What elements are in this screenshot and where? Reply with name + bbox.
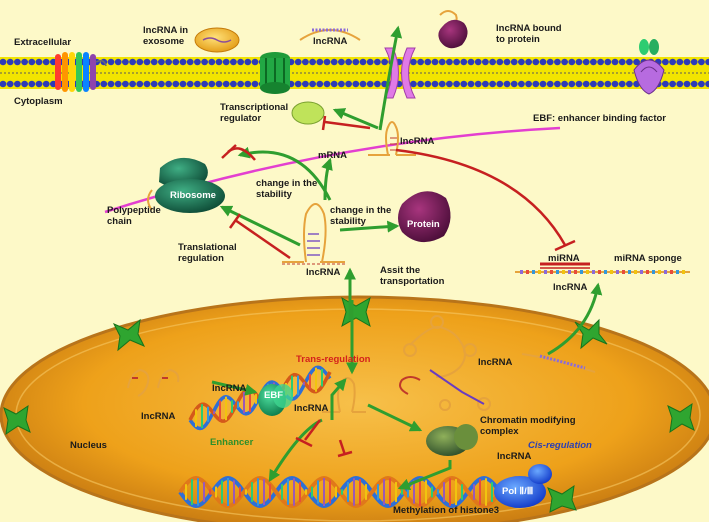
translational-regulation-label: Translational regulation bbox=[178, 242, 237, 264]
lncrna-nucleus-left-label: lncRNA bbox=[141, 411, 176, 422]
mirna-sponge bbox=[515, 262, 690, 274]
ribosome bbox=[147, 157, 225, 213]
membrane-ebf-receptor bbox=[633, 39, 665, 95]
extracellular-label: Extracellular bbox=[14, 37, 72, 48]
lncrna-sponge-label: lncRNA bbox=[553, 282, 588, 293]
chromatin-lncrna-structure bbox=[399, 315, 491, 411]
exosome bbox=[194, 27, 240, 53]
lncrna-nucleus-left-top-label: lncRNA bbox=[212, 383, 247, 394]
inhibition-lines bbox=[221, 115, 576, 458]
membrane-receptor bbox=[55, 52, 107, 92]
mrna-label: mRNA bbox=[318, 150, 348, 161]
ebf-factor bbox=[258, 384, 293, 416]
protein-label: Protein bbox=[407, 219, 440, 230]
activation-arrows bbox=[211, 25, 603, 491]
methylation-label: Methylation of histone3 bbox=[393, 505, 500, 516]
protein-blob bbox=[398, 191, 451, 243]
transcriptional-regulator-blob bbox=[291, 101, 325, 125]
cytoplasm-label: Cytoplasm bbox=[14, 96, 63, 107]
nuclear-pores bbox=[3, 296, 695, 513]
cell-membrane bbox=[0, 57, 709, 89]
pink-channel bbox=[384, 47, 416, 99]
ebf-label: EBF bbox=[264, 390, 283, 401]
lncrna-nucleus-lower-label: lncRNA bbox=[497, 451, 532, 462]
protein-bound-lncrna bbox=[438, 10, 468, 49]
pol-label: Pol Ⅱ/Ⅲ bbox=[502, 486, 534, 497]
lncrna-nucleus-left bbox=[127, 368, 180, 397]
lncrna-nucleus-right bbox=[521, 353, 596, 373]
lncrna-top-label: lncRNA bbox=[313, 36, 348, 47]
chromatin-modifying-complex bbox=[426, 424, 478, 456]
assist-transport-label: Assit the transportation bbox=[380, 265, 445, 287]
stem-loop-lncrna-mid bbox=[282, 203, 345, 265]
lncrna-upper-label: lncRNA bbox=[400, 136, 435, 147]
pol-ii-iii bbox=[494, 464, 552, 508]
change-stability-1-label: change in the stability bbox=[256, 178, 318, 200]
lncrna-in-exosome-label: lncRNA in exosome bbox=[143, 25, 189, 47]
cis-regulation-label: Cis-regulation bbox=[528, 440, 592, 451]
ribosome-label: Ribosome bbox=[170, 190, 216, 201]
stem-loop-lncrna-upper bbox=[368, 121, 416, 156]
lncrna-mid-label: lncRNA bbox=[306, 267, 341, 278]
lncrna-nucleus-center-label: lncRNA bbox=[294, 403, 329, 414]
mirna-label: miRNA bbox=[548, 253, 580, 264]
dna-helix-bottom bbox=[178, 475, 521, 509]
transcriptional-regulator-label: Transcriptional regulator bbox=[220, 102, 289, 124]
nucleus-label: Nucleus bbox=[70, 440, 107, 451]
extracellular-lncrna bbox=[299, 28, 361, 41]
polypeptide-chain-label: Polypeptide chain bbox=[107, 205, 161, 227]
green-channel bbox=[260, 52, 290, 94]
lncrna-nucleus-right-label: lncRNA bbox=[478, 357, 513, 368]
mirna-sponge-label: miRNA sponge bbox=[614, 253, 682, 264]
trans-regulation-label: Trans-regulation bbox=[296, 354, 371, 365]
chromatin-modifying-complex-label: Chromatin modifying complex bbox=[480, 415, 576, 437]
ebf-definition-label: EBF: enhancer binding factor bbox=[533, 113, 667, 124]
change-stability-2-label: change in the stability bbox=[330, 205, 392, 227]
enhancer-label: Enhancer bbox=[210, 437, 254, 448]
lncrna-bound-protein-label: lncRNA bound to protein bbox=[496, 23, 562, 45]
